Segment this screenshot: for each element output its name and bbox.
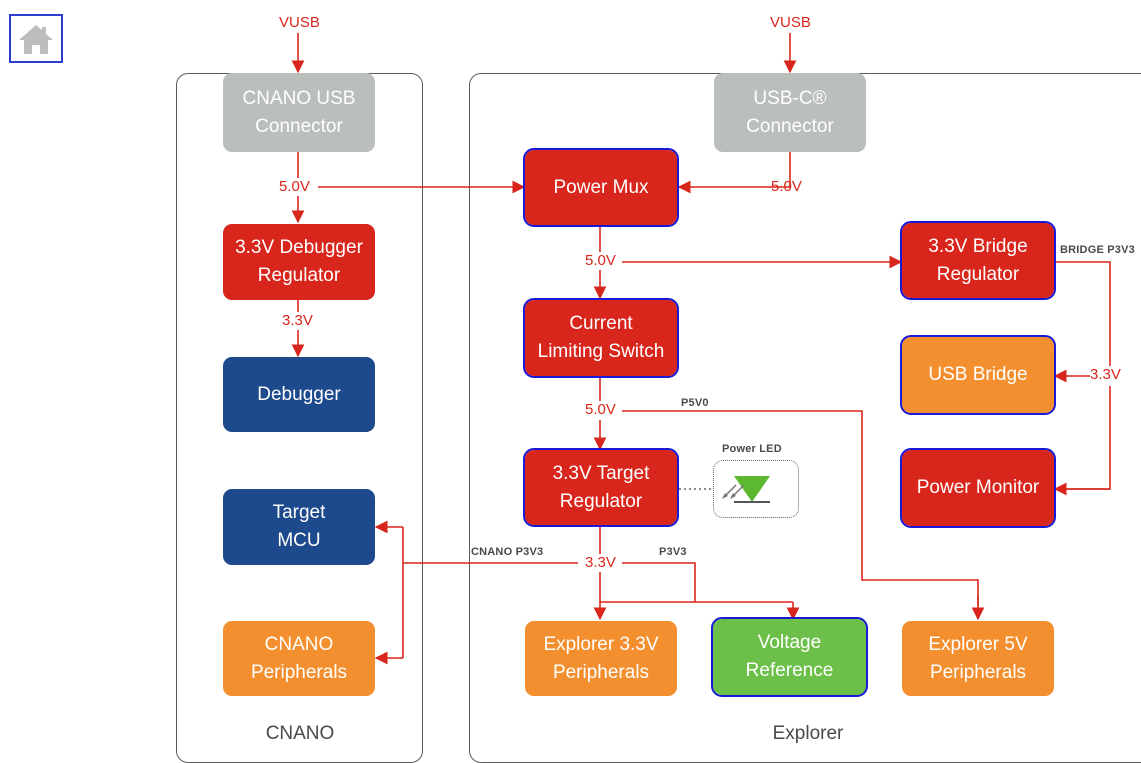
wiring (291, 33, 1111, 665)
bridge-p3v3-label: BRIDGE P3V3 (1060, 244, 1135, 256)
power-led[interactable] (713, 460, 799, 518)
vusb-right-label: VUSB (770, 14, 811, 31)
p3v3-label: P3V3 (659, 546, 687, 558)
p5v0-label: P5V0 (681, 397, 709, 409)
explorer-label: Explorer (772, 723, 844, 744)
usb-c-connector[interactable]: USB-C® Connector (714, 73, 866, 152)
cnano-p3v3-label: CNANO P3V3 (471, 546, 544, 558)
target-mcu[interactable]: Target MCU (223, 489, 375, 565)
led-icon (722, 476, 770, 503)
vusb-left-label: VUSB (279, 14, 320, 31)
cnano-peripherals[interactable]: CNANO Peripherals (223, 621, 375, 696)
cnano-33v-label: 3.3V (282, 312, 313, 329)
bridge-regulator[interactable]: 3.3V Bridge Regulator (900, 221, 1056, 300)
power-diagram: CNANO Explorer (9, 14, 1141, 763)
current-limiting-switch[interactable]: Current Limiting Switch (523, 298, 679, 378)
usb-bridge[interactable]: USB Bridge (900, 335, 1056, 415)
target-33v-label: 3.3V (585, 554, 616, 571)
debugger[interactable]: Debugger (223, 357, 375, 432)
switch-5v-label: 5.0V (585, 401, 616, 418)
usbc-5v-label: 5.0V (771, 178, 802, 195)
home-icon (19, 25, 53, 54)
target-regulator[interactable]: 3.3V Target Regulator (523, 448, 679, 527)
cnano-label: CNANO (265, 723, 335, 744)
explorer-5v-peripherals[interactable]: Explorer 5V Peripherals (902, 621, 1054, 696)
mux-5v-label: 5.0V (585, 252, 616, 269)
power-mux[interactable]: Power Mux (523, 148, 679, 227)
debugger-regulator[interactable]: 3.3V Debugger Regulator (223, 224, 375, 300)
voltage-reference[interactable]: Voltage Reference (711, 617, 868, 697)
cnano-5v-label: 5.0V (279, 178, 310, 195)
explorer-33v-peripherals[interactable]: Explorer 3.3V Peripherals (525, 621, 677, 696)
cnano-usb-connector[interactable]: CNANO USB Connector (223, 73, 375, 152)
home-button[interactable] (9, 14, 63, 63)
bridge-33v-label: 3.3V (1090, 366, 1121, 383)
power-led-label: Power LED (722, 443, 782, 455)
power-monitor[interactable]: Power Monitor (900, 448, 1056, 528)
